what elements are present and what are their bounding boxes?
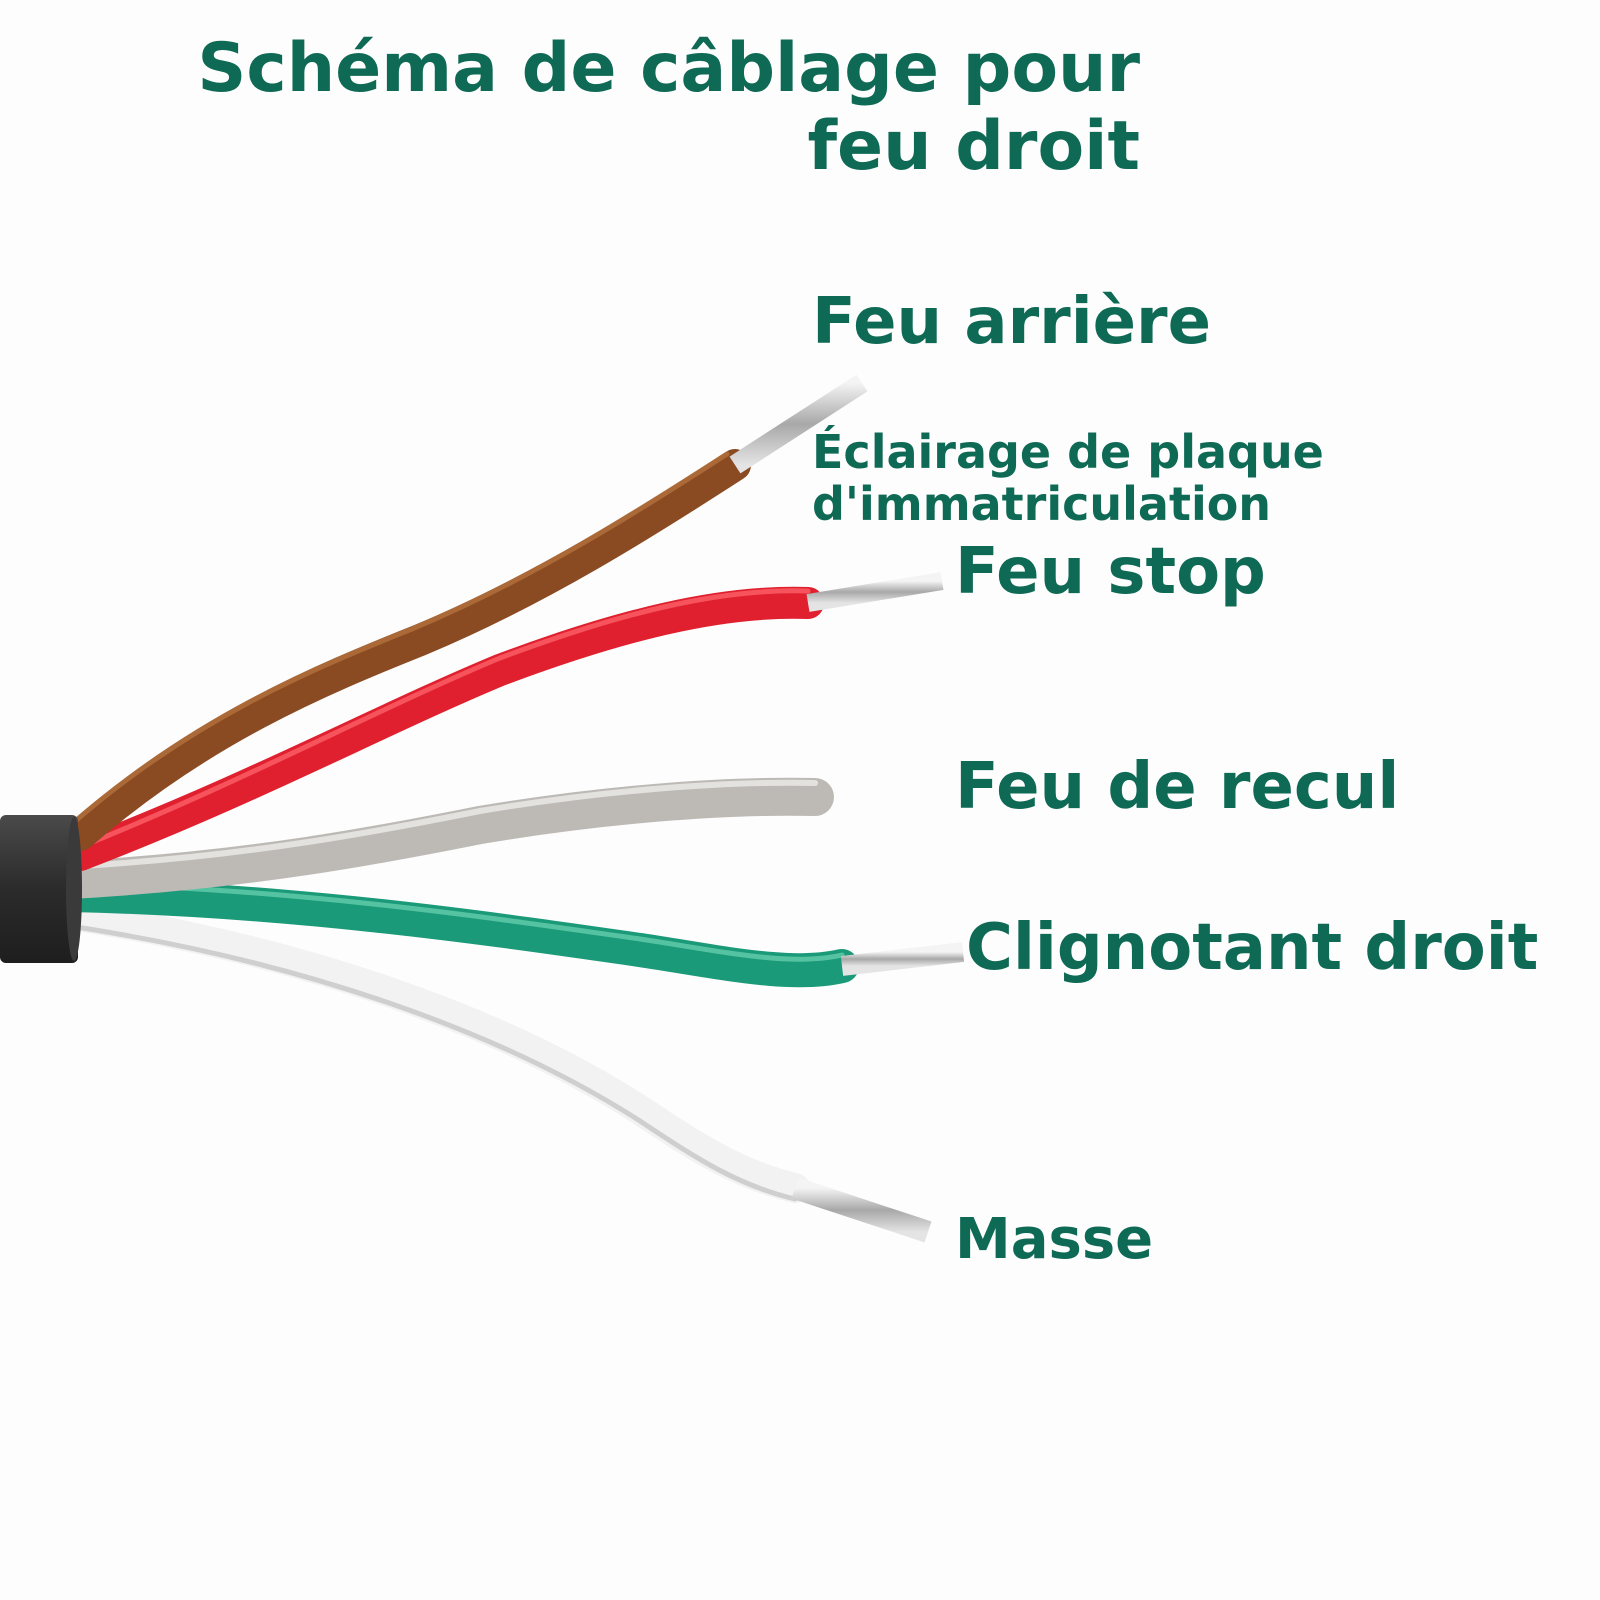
wire-white-insulation xyxy=(55,900,810,1203)
wire-brown-conductor xyxy=(729,374,868,474)
wire-red xyxy=(64,572,944,871)
label-clignotant-droit: Clignotant droit xyxy=(966,911,1539,985)
wire-white-conductor xyxy=(791,1177,932,1243)
label-feu-stop: Feu stop xyxy=(955,535,1266,609)
label-feu-arriere: Feu arrière xyxy=(812,285,1211,359)
wire-green-insulation xyxy=(53,878,859,988)
label-eclairage-plaque: Éclairage de plaque d'immatriculation xyxy=(812,425,1324,531)
wire-grey-highlight xyxy=(77,779,818,869)
wire-brown-highlight xyxy=(69,451,730,827)
cable-sheath xyxy=(0,815,82,963)
wire-green-conductor xyxy=(840,942,965,976)
wire-red-conductor xyxy=(806,572,944,612)
wire-grey-insulation xyxy=(51,777,834,899)
wire-brown-insulation xyxy=(64,449,751,851)
wire-brown xyxy=(64,374,868,851)
page-title: Schéma de câblage pour feu droit xyxy=(197,29,1140,186)
wire-grey xyxy=(51,777,945,899)
wire-white xyxy=(55,900,932,1243)
wire-red-highlight xyxy=(87,588,811,846)
label-masse: Masse xyxy=(955,1207,1154,1272)
cable-sheath-body xyxy=(0,815,78,963)
label-feu-de-recul: Feu de recul xyxy=(955,750,1400,824)
wire-red-insulation xyxy=(64,586,824,871)
cable-sheath-end xyxy=(66,817,82,961)
wire-green xyxy=(53,878,965,988)
wire-white-shadow xyxy=(67,923,798,1202)
wire-green-highlight xyxy=(77,881,845,962)
